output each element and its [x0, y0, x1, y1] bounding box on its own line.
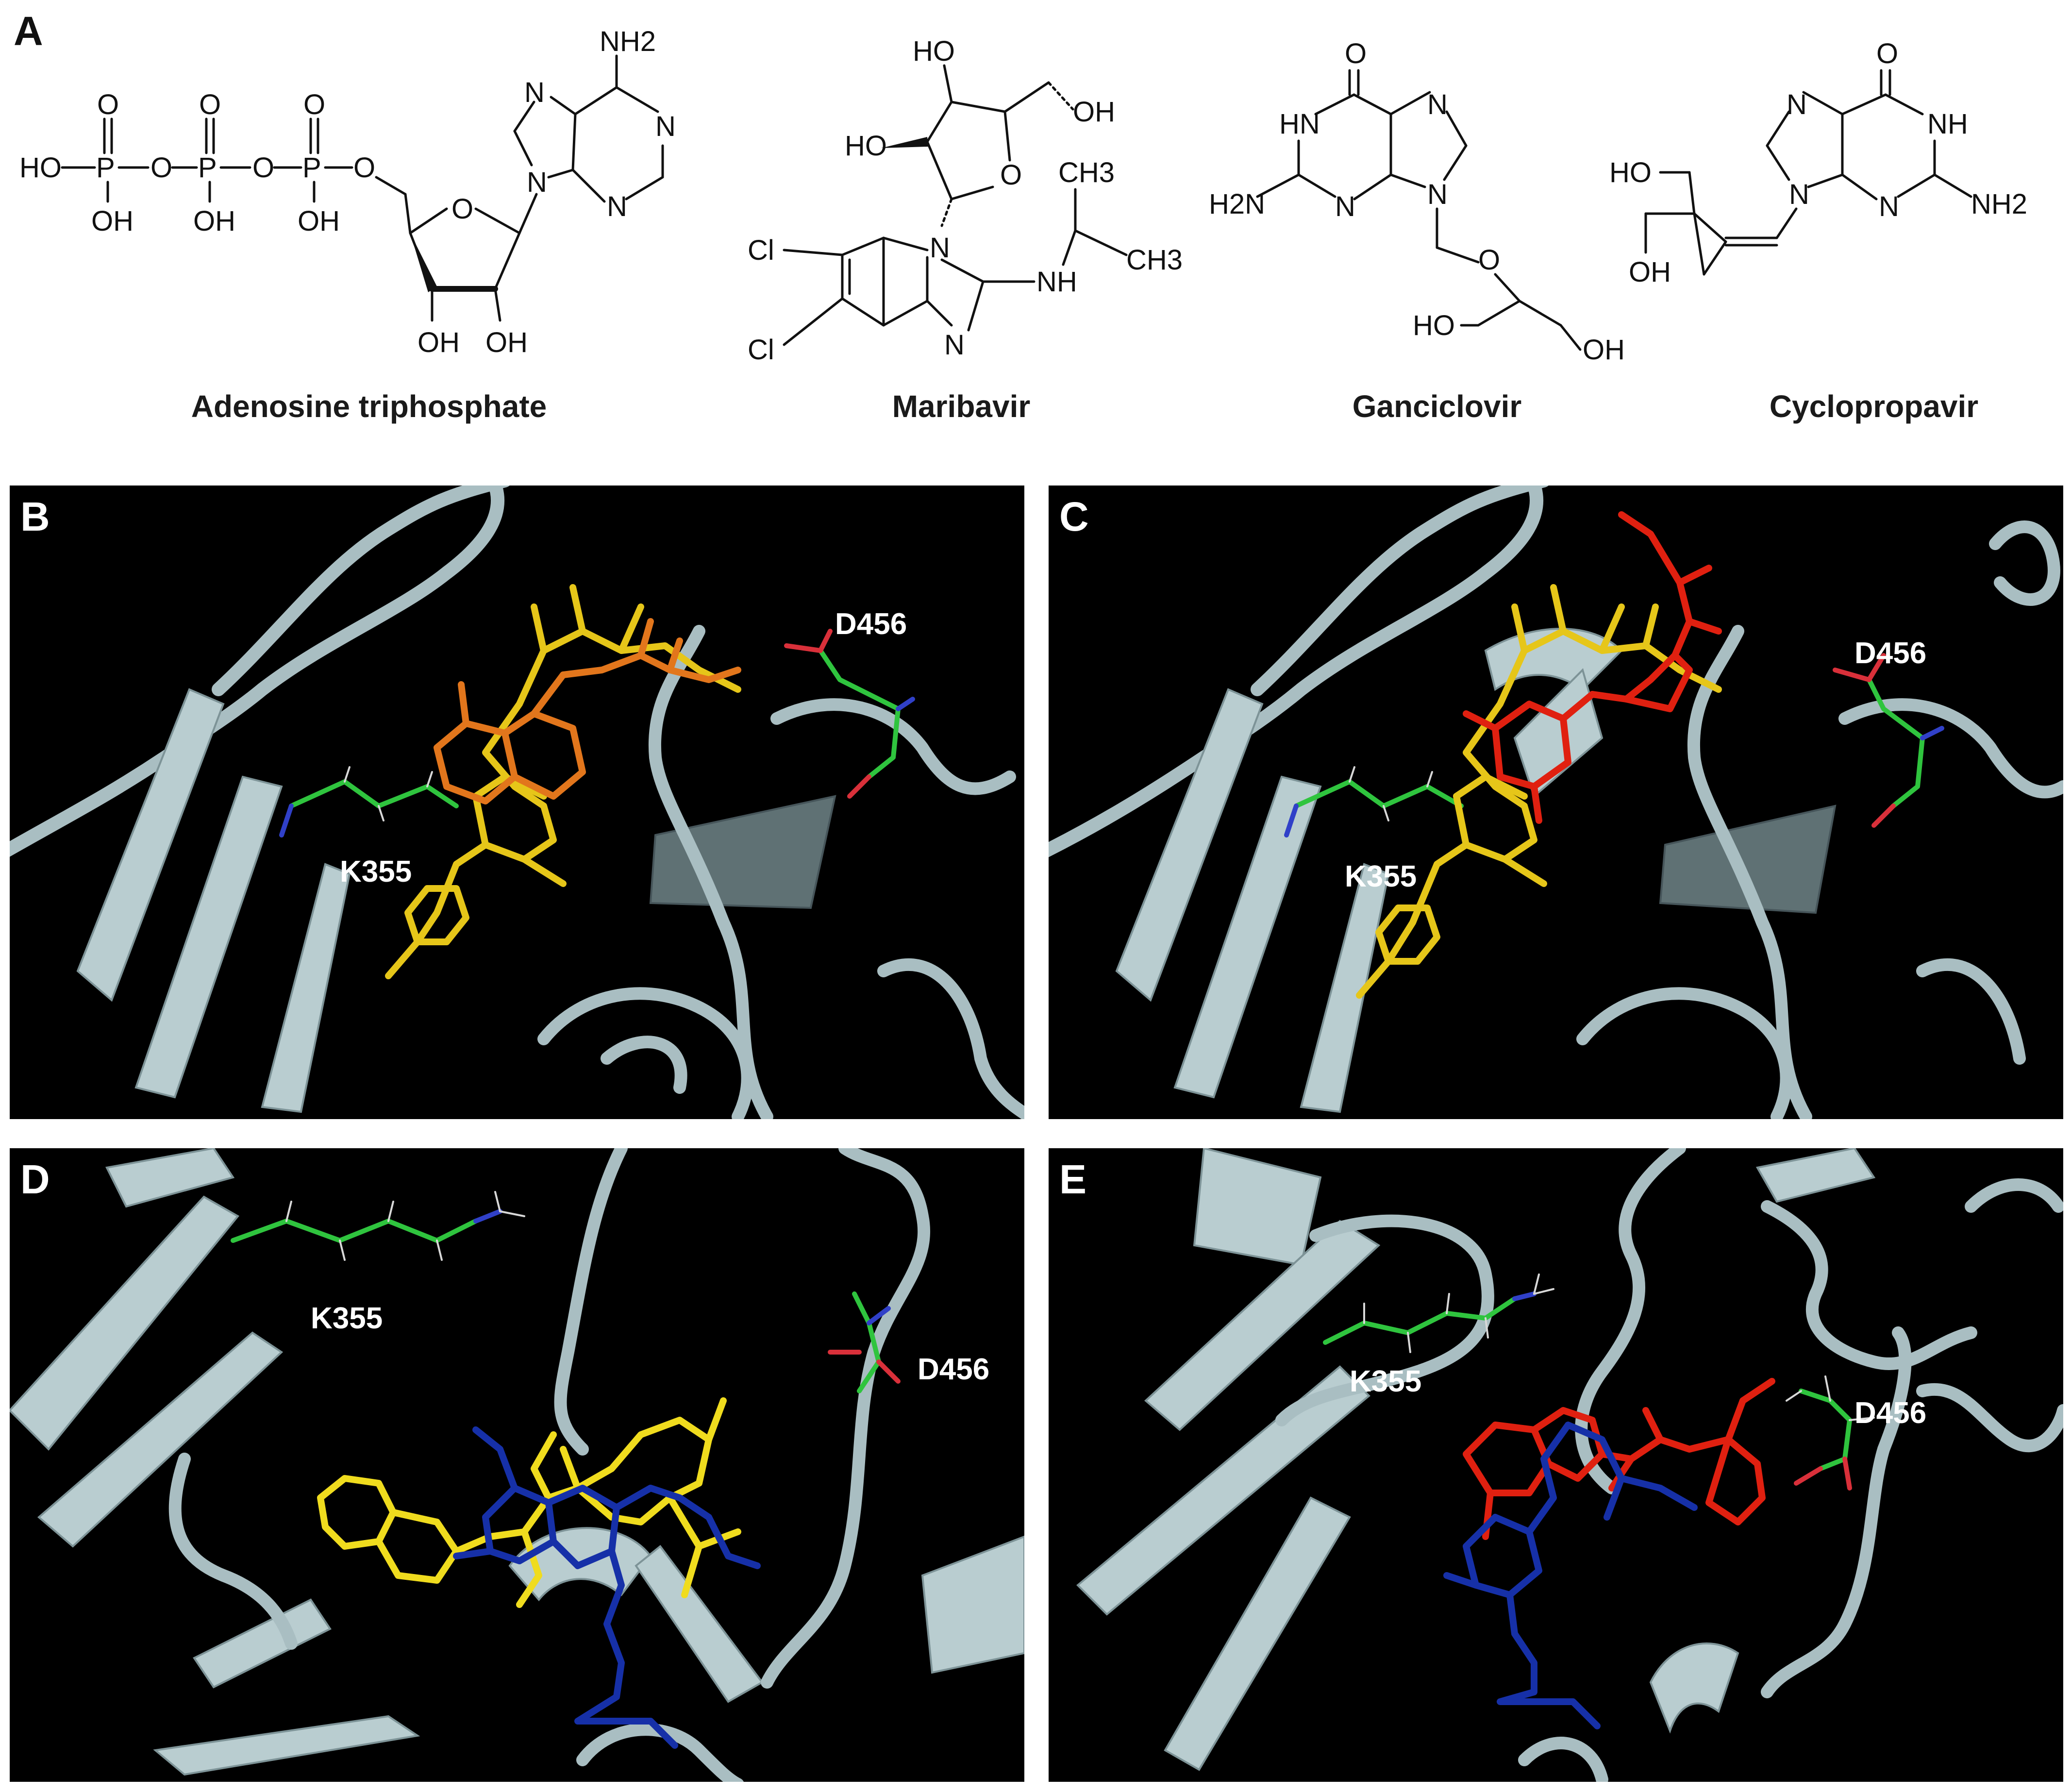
gan-hn: HN [1279, 108, 1320, 140]
atp-n1: N [655, 111, 676, 142]
atp-n9: N [527, 167, 547, 198]
label-d456-c: D456 [1854, 636, 1927, 670]
cyc-nh2: NH2 [1971, 188, 2027, 220]
panel-e: E K355 D456 [1049, 1148, 2063, 1782]
structure-cyclopropavir: O NH NH2 N N N HO OH [1609, 38, 2027, 288]
mar-cl2: Cl [748, 334, 774, 366]
atp-o-ester: O [353, 152, 375, 184]
panel-letter-b: B [20, 494, 50, 539]
atp-oh-3prime: OH [485, 327, 528, 358]
atp-oh2: OH [193, 205, 235, 237]
atp-nh2: NH2 [600, 26, 656, 57]
label-k355-b: K355 [340, 855, 412, 888]
gan-n3: N [1335, 191, 1355, 222]
cyc-ho: HO [1609, 157, 1652, 188]
caption-cyclopropavir: Cyclopropavir [1769, 389, 1979, 424]
mar-oh: OH [1073, 96, 1115, 128]
gan-oh: OH [1583, 334, 1625, 366]
mar-ho-top: HO [913, 35, 955, 67]
atp-p2: P [198, 152, 217, 184]
atp-o1: O [97, 89, 119, 120]
mar-ch3-b: CH3 [1126, 244, 1183, 276]
label-d456-d: D456 [918, 1353, 990, 1386]
atp-o3: O [303, 89, 325, 120]
panel-letter-c: C [1059, 494, 1089, 539]
atp-o-bridge1: O [150, 152, 172, 184]
panel-b: B K355 D456 [10, 486, 1024, 1119]
mar-cl1: Cl [748, 234, 774, 266]
mar-n3: N [944, 329, 965, 361]
gan-ho: HO [1413, 310, 1455, 341]
cyc-n3: N [1879, 191, 1899, 222]
atp-p3: P [302, 152, 321, 184]
atp-n3: N [607, 191, 627, 222]
panel-d: D K355 D456 [10, 1148, 1024, 1782]
mar-ring-o: O [1000, 159, 1022, 191]
cyc-oh: OH [1629, 256, 1671, 288]
caption-maribavir: Maribavir [892, 389, 1031, 424]
panel-letter-e: E [1059, 1156, 1087, 1202]
cyc-n7: N [1787, 89, 1807, 120]
structure-ganciclovir: O HN H2N N N N O HO OH [1209, 38, 1625, 366]
structure-atp: HO P O OH O P O OH O P O OH O O [19, 26, 676, 358]
gan-ether-o: O [1478, 244, 1500, 276]
cyc-nh: NH [1927, 108, 1968, 140]
label-d456-b: D456 [835, 607, 907, 641]
mar-ho-left: HO [845, 130, 887, 162]
atp-ho-label: HO [19, 152, 62, 184]
structure-maribavir: HO HO OH O N Cl Cl N NH CH3 [748, 35, 1183, 366]
mar-n1: N [930, 232, 950, 264]
mar-nh: NH [1036, 266, 1077, 298]
atp-oh-2prime: OH [418, 327, 460, 358]
label-k355-e: K355 [1350, 1365, 1422, 1398]
caption-atp: Adenosine triphosphate [191, 389, 547, 424]
mar-ch3-a: CH3 [1058, 157, 1115, 188]
label-k355-d: K355 [311, 1302, 383, 1335]
panel-c: C K355 D456 [1049, 486, 2063, 1119]
panel-e-render [1076, 1148, 2063, 1782]
gan-n7: N [1427, 89, 1448, 120]
cyc-o: O [1876, 38, 1898, 69]
atp-ring-o: O [451, 193, 473, 225]
panel-d-render [10, 1148, 1024, 1782]
atp-oh3: OH [298, 205, 340, 237]
panel-letter-d: D [20, 1156, 50, 1202]
gan-h2n: H2N [1209, 188, 1265, 220]
panel-b-render [10, 486, 1024, 1119]
atp-o-bridge2: O [252, 152, 274, 184]
atp-oh1: OH [91, 205, 134, 237]
atp-p1: P [96, 152, 115, 184]
panel-letter-a: A [14, 8, 43, 54]
atp-n7: N [524, 77, 545, 108]
label-d456-e: D456 [1854, 1396, 1927, 1430]
caption-ganciclovir: Ganciclovir [1352, 389, 1522, 424]
panel-c-render [1049, 486, 2063, 1119]
label-k355-c: K355 [1345, 860, 1417, 893]
atp-o2: O [199, 89, 221, 120]
cyc-n9: N [1789, 179, 1809, 210]
gan-n9: N [1427, 179, 1448, 210]
gan-o: O [1345, 38, 1367, 69]
